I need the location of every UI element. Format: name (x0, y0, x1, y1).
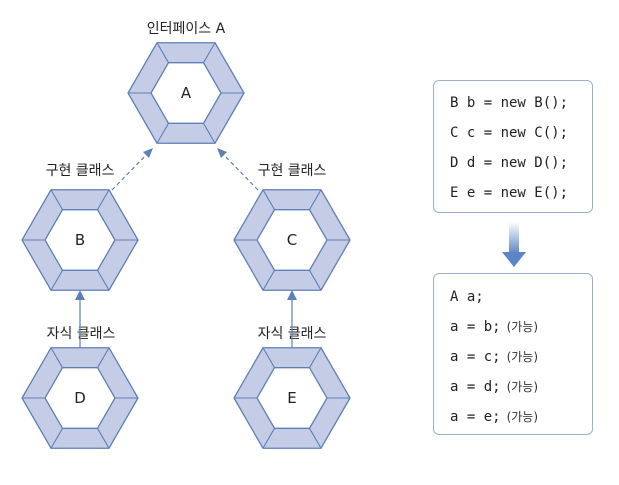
code-line: B b = new B(); (450, 95, 569, 111)
hexagon-center-e (256, 367, 328, 429)
node-label-a: A (181, 84, 192, 102)
hexagon-spoke-d (50, 428, 63, 449)
hexagon-spoke-b (50, 270, 63, 291)
down-arrow-icon (502, 222, 526, 267)
hexagon-center-a (150, 62, 222, 124)
interface-a-label: 인터페이스 A (147, 21, 226, 37)
hexagon-spoke-c (309, 189, 322, 210)
code-line: D d = new D(); (450, 155, 569, 171)
possible-note: (가능) (506, 350, 539, 364)
hexagon-spoke-b (97, 270, 110, 291)
hexagon-spoke-b (50, 189, 63, 210)
node-label-e: E (287, 389, 296, 407)
code-line: a = e; (가능) (450, 402, 592, 432)
hexagon-spoke-a (156, 42, 169, 63)
hexagon-spoke-c (309, 270, 322, 291)
code-line: C c = new C(); (450, 125, 569, 141)
hexagon-spoke-a (156, 123, 169, 144)
hexagon-spoke-c (262, 189, 275, 210)
code-line: E e = new E(); (450, 185, 569, 201)
class-c-node: C (233, 189, 351, 291)
implements-arrow-c (221, 152, 259, 191)
impl-class-b-label: 구현 클래스 (46, 163, 115, 179)
hexagon-center-b (44, 209, 116, 271)
code-line: a = d; (가능) (450, 372, 592, 402)
hexagon-spoke-c (262, 270, 275, 291)
hexagon-spoke-e (262, 347, 275, 368)
hexagon-spoke-e (309, 428, 322, 449)
hexagon-spoke-a (203, 42, 216, 63)
implements-arrowhead-c (217, 148, 227, 158)
code-line: a = b; (가능) (450, 312, 592, 342)
possible-note: (가능) (506, 320, 539, 334)
hexagon-spoke-d (97, 428, 110, 449)
class-d-node: D (21, 347, 139, 449)
extends-arrowhead-d (75, 290, 85, 300)
child-class-d-label: 자식 클래스 (47, 326, 116, 342)
assignment-code-box: A a;a = b;(가능)a = c;(가능)a = d;(가능)a = e;… (433, 273, 593, 435)
hexagon-spoke-b (97, 189, 110, 210)
possible-note: (가능) (506, 410, 539, 424)
hexagon-spoke-d (97, 347, 110, 368)
code-bottom-lines: A a;a = b;(가능)a = c;(가능)a = d;(가능)a = e;… (450, 282, 592, 432)
code-text: a = d; (450, 379, 501, 395)
code-line: A a; (450, 282, 592, 312)
node-label-b: B (75, 231, 85, 249)
hexagon-spoke-e (262, 428, 275, 449)
node-label-c: C (287, 231, 297, 249)
object-creation-code-box: B b = new B(); C c = new C(); D d = new D(… (433, 80, 593, 213)
possible-note: (가능) (506, 380, 539, 394)
code-line: a = c; (가능) (450, 342, 592, 372)
class-b-node: B (21, 189, 139, 291)
code-text: a = e; (450, 409, 501, 425)
hexagon-center-c (256, 209, 328, 271)
hexagon-spoke-a (203, 123, 216, 144)
extends-arrowhead-e (287, 290, 297, 300)
implements-arrow-b (111, 152, 149, 191)
implements-arrowhead-b (143, 148, 153, 158)
hexagon-spoke-d (50, 347, 63, 368)
interface-a-node: A (127, 42, 245, 144)
node-label-d: D (74, 389, 86, 407)
code-text: A a; (450, 289, 484, 305)
code-top-lines: B b = new B(); C c = new C(); D d = new D(… (450, 88, 592, 208)
code-text: a = c; (450, 349, 501, 365)
hexagon-center-d (44, 367, 116, 429)
hexagon-spoke-e (309, 347, 322, 368)
impl-class-c-label: 구현 클래스 (258, 163, 327, 179)
class-e-node: E (233, 347, 351, 449)
code-text: a = b; (450, 319, 501, 335)
